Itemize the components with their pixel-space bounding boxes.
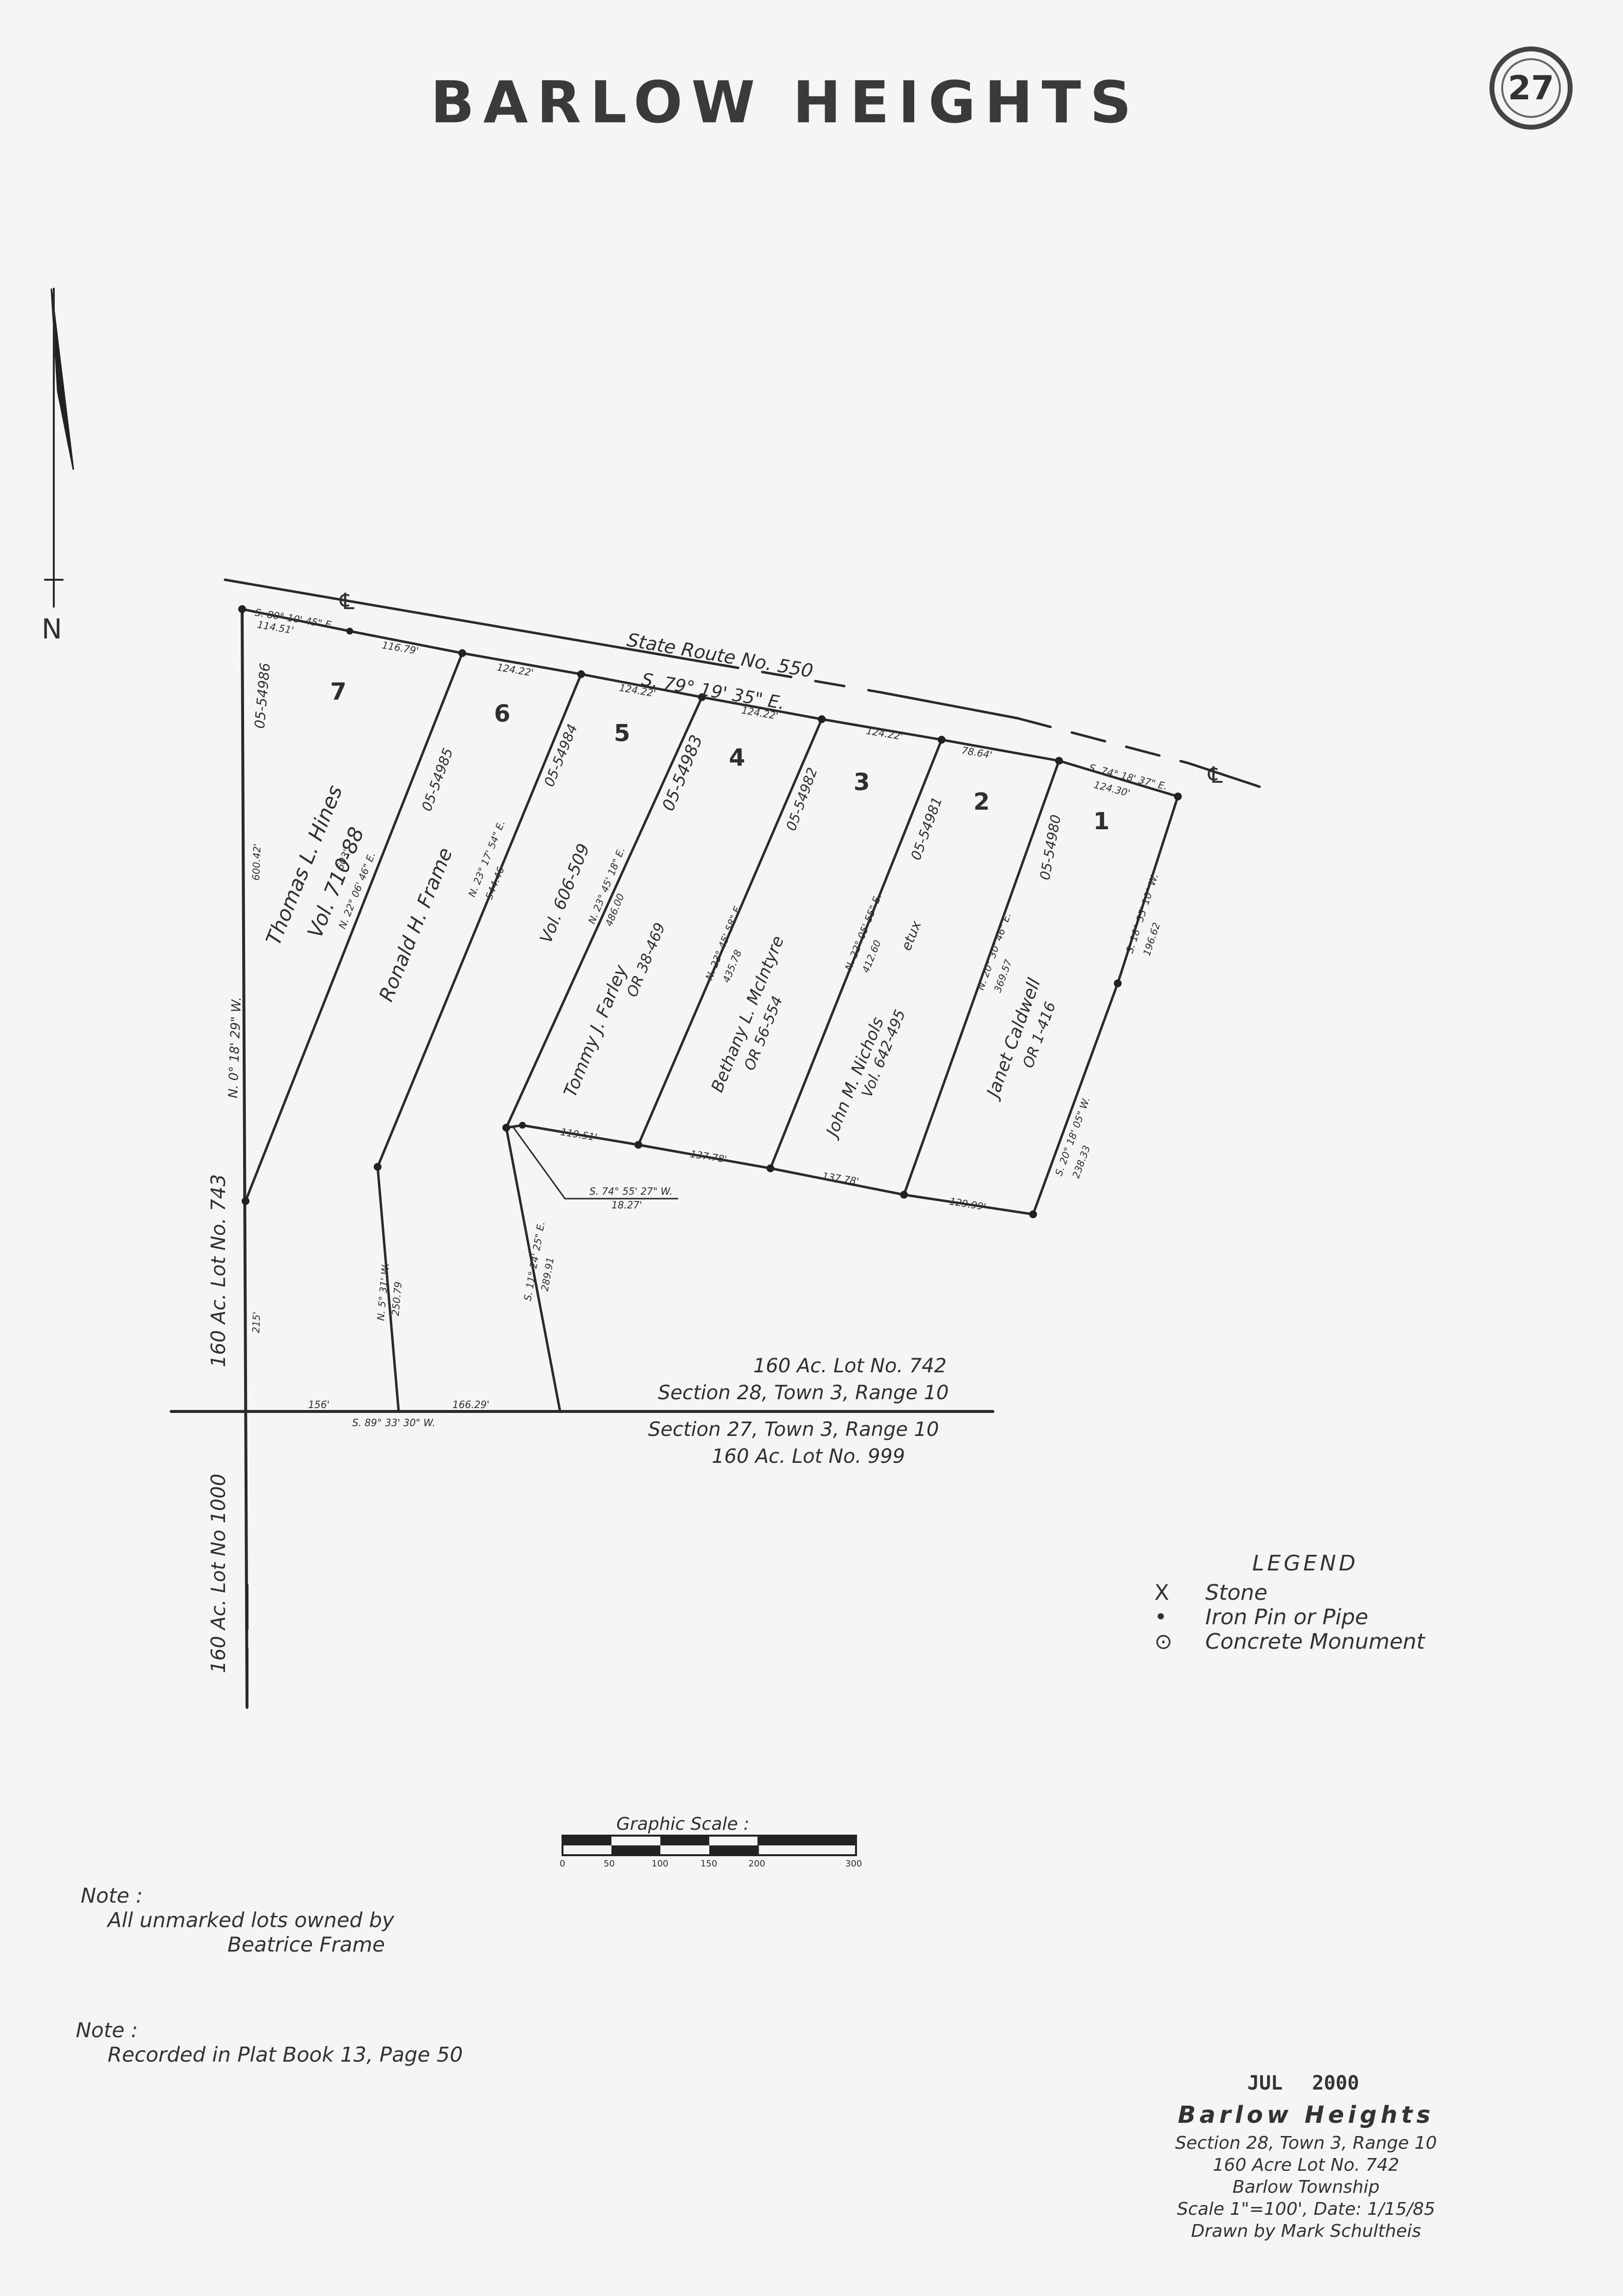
north-arrow-icon	[44, 288, 74, 608]
bearing-west-line: N. 0° 18' 29" W.	[226, 997, 244, 1098]
parcel-id-7: 05-54986	[251, 662, 273, 729]
title-block-line-1: Section 28, Town 3, Range 10	[1175, 2133, 1437, 2153]
title-block-line-4: Scale 1"=100', Date: 1/15/85	[1177, 2199, 1435, 2219]
dist-south-b: 289.91	[539, 1256, 556, 1292]
lot-number-7: 7	[330, 678, 346, 705]
map-title: BARLOW HEIGHTS	[430, 68, 1141, 136]
legend-item-stone: X Stone	[1154, 1580, 1268, 1605]
title-block-name: Barlow Heights	[1177, 2101, 1435, 2129]
lot-number-4: 4	[729, 744, 745, 772]
bottom-dist-1: 156'	[308, 1399, 330, 1410]
label-lot-999: 160 Ac. Lot No. 999	[712, 1445, 905, 1468]
scale-tick-300: 300	[845, 1859, 862, 1869]
concrete-monument-symbol-icon: ⊙	[1154, 1629, 1172, 1654]
scale-tick-50: 50	[604, 1859, 615, 1869]
title-block-line-5: Drawn by Mark Schultheis	[1191, 2221, 1421, 2241]
bottom-dist-2: 166.29'	[452, 1399, 489, 1410]
west-boundary-line	[241, 608, 248, 1709]
label-lot-743: 160 Ac. Lot No. 743	[207, 1174, 230, 1367]
centerline-symbol-west: ℄	[339, 588, 355, 614]
lot-number-3: 3	[854, 769, 870, 796]
note-2-line-1: Recorded in Plat Book 13, Page 50	[108, 2043, 463, 2067]
dist-south-a: 250.79	[389, 1281, 404, 1317]
scale-tick-100: 100	[652, 1859, 668, 1869]
dist-west-line: 600.42'	[250, 843, 263, 881]
label-section-27: Section 27, Town 3, Range 10	[648, 1418, 939, 1441]
record-lot-5b: Vol. 606-509	[536, 841, 594, 946]
stone-symbol-icon: X	[1154, 1580, 1170, 1605]
parcel-id-4: 05-54983	[658, 732, 706, 814]
state-route-line	[224, 578, 1261, 788]
label-lot-742: 160 Ac. Lot No. 742	[753, 1355, 947, 1377]
north-label: N	[42, 614, 62, 645]
lot-number-2: 2	[973, 788, 990, 816]
note-1-heading: Note :	[81, 1884, 143, 1908]
jog-distance: 18.27'	[611, 1199, 642, 1211]
label-lot-1000: 160 Ac. Lot No 1000	[207, 1474, 230, 1673]
lot-number-6: 6	[494, 700, 510, 727]
note-1-line-2: Beatrice Frame	[227, 1932, 385, 1956]
legend-item-concrete-monument: ⊙ Concrete Monument	[1154, 1629, 1425, 1654]
rear-dist-3: 137.78'	[821, 1170, 859, 1187]
bottom-bearing: S. 89° 33' 30" W.	[352, 1417, 435, 1429]
dist-east-upper: 196.62	[1141, 921, 1162, 957]
parcel-id-1: 05-54980	[1037, 814, 1064, 881]
scale-tick-0: 0	[560, 1859, 565, 1869]
iron-pin-markers	[238, 605, 1182, 1218]
owner-lot-6: Ronald H. Frame	[375, 844, 457, 1004]
lot-number-1: 1	[1093, 808, 1109, 835]
graphic-scale-bar	[562, 1835, 857, 1856]
rear-dist-1: 119.51'	[560, 1126, 598, 1143]
lot-lines	[244, 652, 1179, 1413]
rear-dist-4: 129.99'	[948, 1195, 987, 1213]
frontage-dist-7: 78.64'	[961, 744, 993, 761]
title-block-line-2: 160 Acre Lot No. 742	[1213, 2155, 1399, 2175]
rear-dist-2: 137.78'	[689, 1148, 727, 1165]
title-block-line-3: Barlow Township	[1232, 2177, 1380, 2197]
page-number-badge: 27	[1489, 46, 1573, 130]
note-1-line-1: All unmarked lots owned by	[108, 1908, 394, 1932]
frontage-dist-2: 116.79'	[381, 639, 419, 657]
frontage-dist-6: 124.22'	[865, 725, 903, 742]
iron-pin-symbol-icon: •	[1154, 1605, 1167, 1630]
road-bearing-label: S. 79° 19' 35" E.	[640, 669, 786, 713]
label-section-28: Section 28, Town 3, Range 10	[658, 1382, 949, 1404]
frontage-line	[241, 608, 1179, 798]
centerline-symbol-east: ℄	[1208, 762, 1223, 788]
legend-item-iron-pin: • Iron Pin or Pipe	[1154, 1605, 1369, 1630]
parcel-id-6: 05-54985	[419, 746, 456, 813]
lot-number-5: 5	[614, 720, 630, 747]
legend-title: LEGEND	[1252, 1551, 1359, 1576]
dist-west-south: 215'	[250, 1312, 263, 1333]
graphic-scale-title: Graphic Scale :	[616, 1814, 749, 1834]
record-lot-5: OR 38-469	[624, 920, 669, 1000]
scale-tick-150: 150	[700, 1859, 717, 1869]
parcel-id-2: 05-54981	[908, 795, 946, 862]
note-2-heading: Note :	[76, 2018, 138, 2042]
jog-bearing: S. 74° 55' 27" W.	[589, 1185, 673, 1197]
suffix-lot-3: etux	[898, 918, 924, 953]
scale-tick-200: 200	[748, 1859, 765, 1869]
